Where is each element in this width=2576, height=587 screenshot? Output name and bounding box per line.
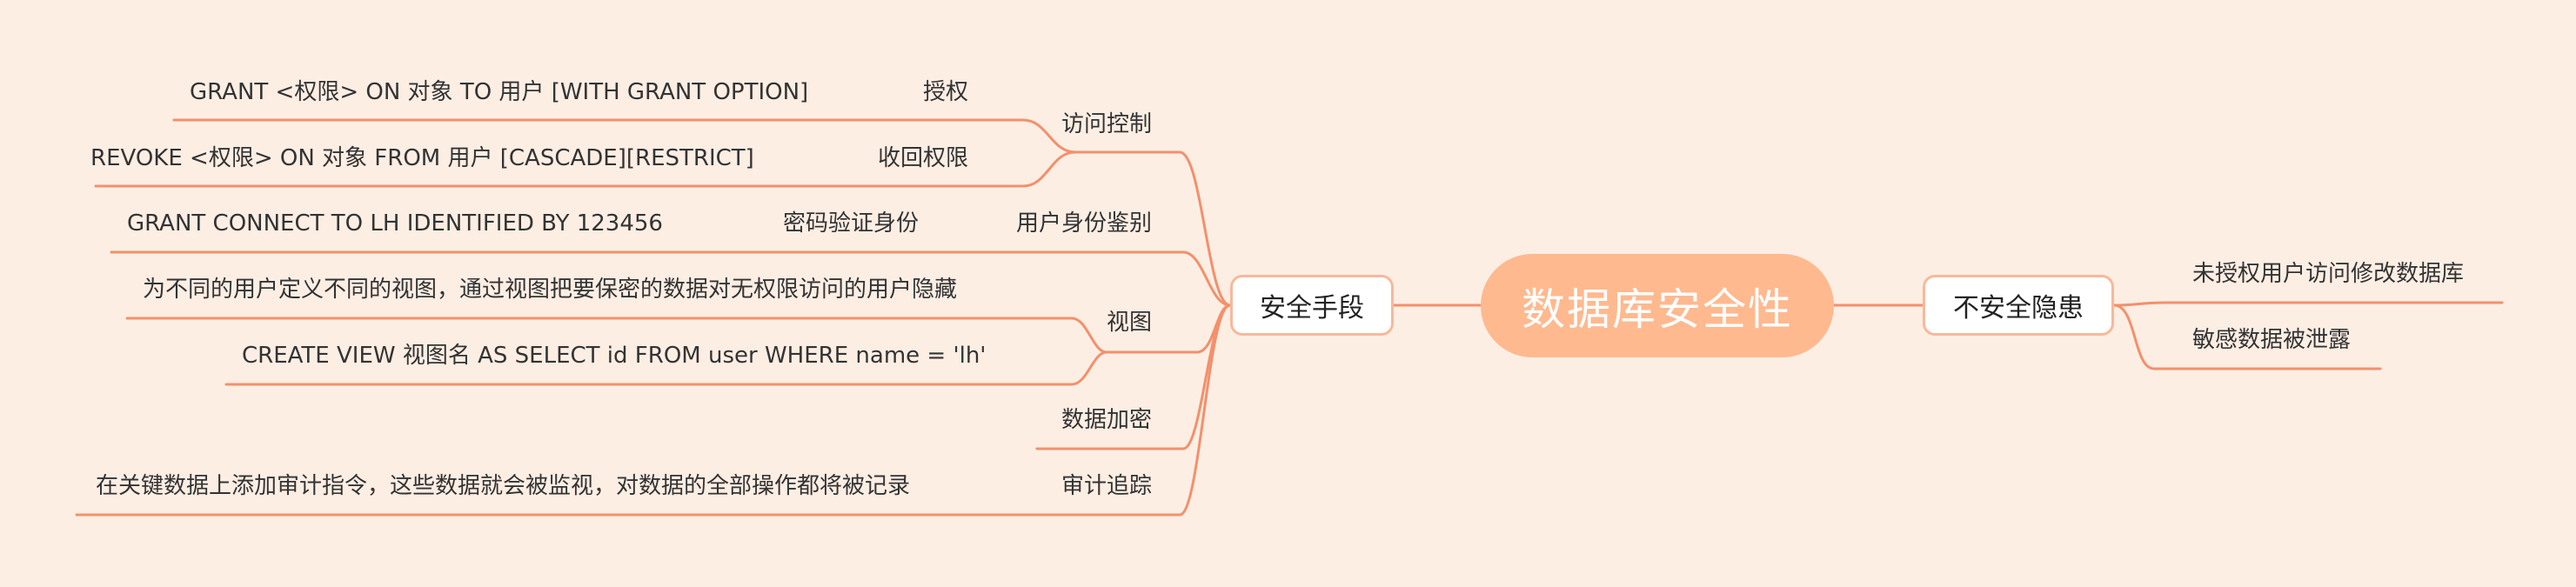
node-view[interactable]: 视图: [1106, 310, 1152, 336]
root-label: 数据库安全性: [1522, 283, 1793, 335]
connector-risk-1: [2112, 301, 2504, 307]
node-security-measures[interactable]: 安全手段: [1230, 275, 1394, 336]
node-revoke[interactable]: 收回权限: [877, 145, 968, 171]
node-view-syntax[interactable]: CREATE VIEW 视图名 AS SELECT id FROM user W…: [242, 343, 987, 369]
node-audit[interactable]: 审计追踪: [1061, 473, 1152, 499]
connector-risk-2: [2112, 304, 2382, 370]
connector-audit: [75, 304, 1232, 517]
connector-grant: [172, 118, 1077, 154]
node-encryption[interactable]: 数据加密: [1061, 407, 1152, 433]
connector-revoke: [94, 150, 1077, 188]
node-revoke-syntax[interactable]: REVOKE <权限> ON 对象 FROM 用户 [CASCADE][REST…: [90, 145, 754, 171]
connector-access-control: [1074, 150, 1232, 307]
node-password-auth[interactable]: 密码验证身份: [782, 210, 919, 237]
security-risks-label: 不安全隐患: [1953, 293, 2084, 324]
node-audit-description[interactable]: 在关键数据上添加审计指令，这些数据就会被监视，对数据的全部操作都将被记录: [96, 473, 911, 499]
connector-view-syntax: [224, 350, 1108, 386]
node-grant-syntax[interactable]: GRANT <权限> ON 对象 TO 用户 [WITH GRANT OPTIO…: [190, 79, 809, 105]
node-security-risks[interactable]: 不安全隐患: [1923, 275, 2114, 336]
node-risk-unauthorized[interactable]: 未授权用户访问修改数据库: [2192, 261, 2465, 287]
connector-authentication: [110, 250, 1232, 307]
node-access-control[interactable]: 访问控制: [1061, 111, 1152, 137]
node-authentication[interactable]: 用户身份鉴别: [1015, 210, 1152, 237]
connector-view-desc: [125, 317, 1108, 354]
node-view-description[interactable]: 为不同的用户定义不同的视图，通过视图把要保密的数据对无权限访问的用户隐藏: [143, 277, 958, 303]
node-risk-leak[interactable]: 敏感数据被泄露: [2192, 327, 2352, 353]
node-password-syntax[interactable]: GRANT CONNECT TO LH IDENTIFIED BY 123456: [127, 210, 663, 237]
root-node[interactable]: 数据库安全性: [1481, 254, 1834, 357]
node-grant[interactable]: 授权: [922, 79, 968, 105]
security-measures-label: 安全手段: [1260, 293, 1364, 324]
